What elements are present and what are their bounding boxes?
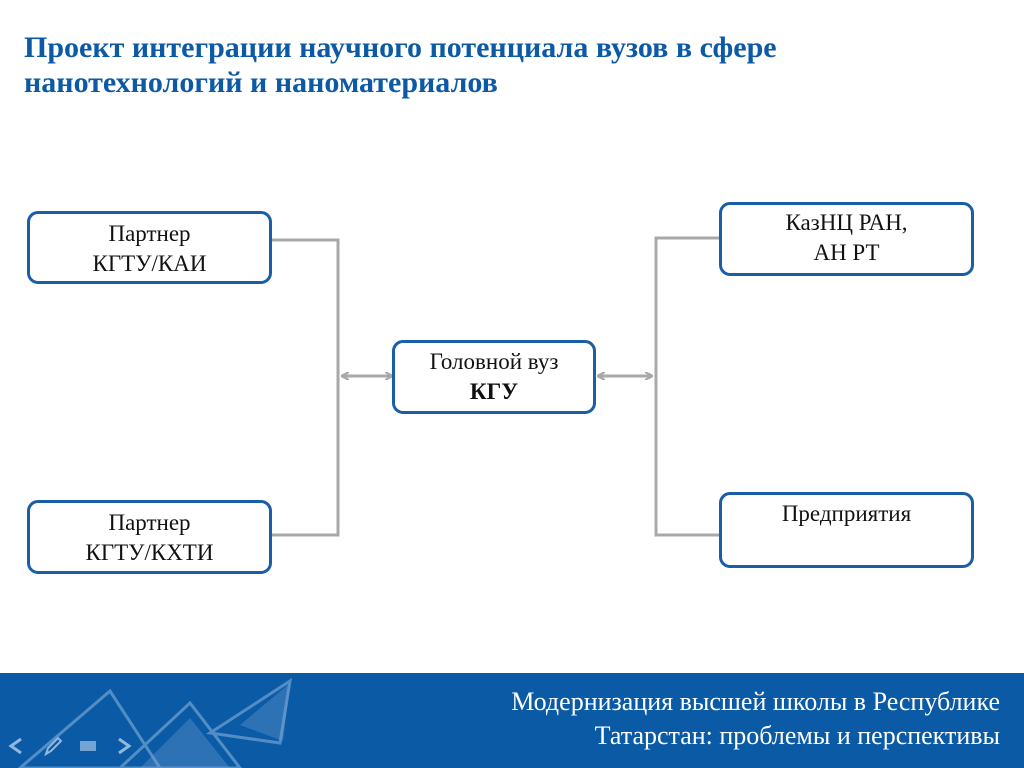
- slide-title-line-2: нанотехнологий и наноматериалов: [24, 66, 498, 99]
- enterprises-line-1: Предприятия: [781, 501, 912, 526]
- slide-title-line-1: Проект интеграции научного потенциала ву…: [24, 31, 777, 64]
- enterprises-box: Предприятия: [719, 492, 974, 568]
- footer-caption: Модернизация высшей школы в Республике Т…: [511, 685, 1000, 753]
- menu-icon[interactable]: [78, 735, 98, 757]
- slide-title: Проект интеграции научного потенциала ву…: [24, 30, 1004, 100]
- connector-lines: [272, 236, 719, 537]
- partner-kgtu-kai-line-1: Партнер: [108, 221, 191, 246]
- arrow-left-icon[interactable]: [6, 735, 28, 757]
- footer-decoration: [17, 677, 293, 768]
- partner-kgtu-kai-line-2: КГТУ/КАИ: [92, 251, 207, 276]
- partner-kgtu-khti-line-1: Партнер: [108, 510, 191, 535]
- partner-kgtu-kai-box: Партнер КГТУ/КАИ: [27, 211, 272, 284]
- footer-caption-line-2: Татарстан: проблемы и перспективы: [594, 721, 1000, 750]
- partner-kgtu-khti-box: Партнер КГТУ/КХТИ: [27, 500, 272, 574]
- partner-kgtu-khti-line-2: КГТУ/КХТИ: [85, 540, 214, 565]
- footer-caption-line-1: Модернизация высшей школы в Республике: [511, 687, 1000, 716]
- arrow-right-icon[interactable]: [112, 735, 134, 757]
- lead-university-line-2: КГУ: [469, 379, 519, 404]
- left-bracket-line: [272, 238, 340, 537]
- footer-banner: Модернизация высшей школы в Республике Т…: [0, 673, 1024, 768]
- pen-icon[interactable]: [42, 735, 64, 757]
- right-bracket-line: [654, 236, 719, 537]
- lead-university-line-1: Головной вуз: [429, 349, 559, 374]
- kazan-science-center-box: КазНЦ РАН, АН РТ: [719, 202, 974, 276]
- lead-university-box: Головной вуз КГУ: [392, 340, 596, 414]
- kazan-science-center-line-2: АН РТ: [813, 240, 880, 265]
- kazan-science-center-line-1: КазНЦ РАН,: [785, 210, 908, 235]
